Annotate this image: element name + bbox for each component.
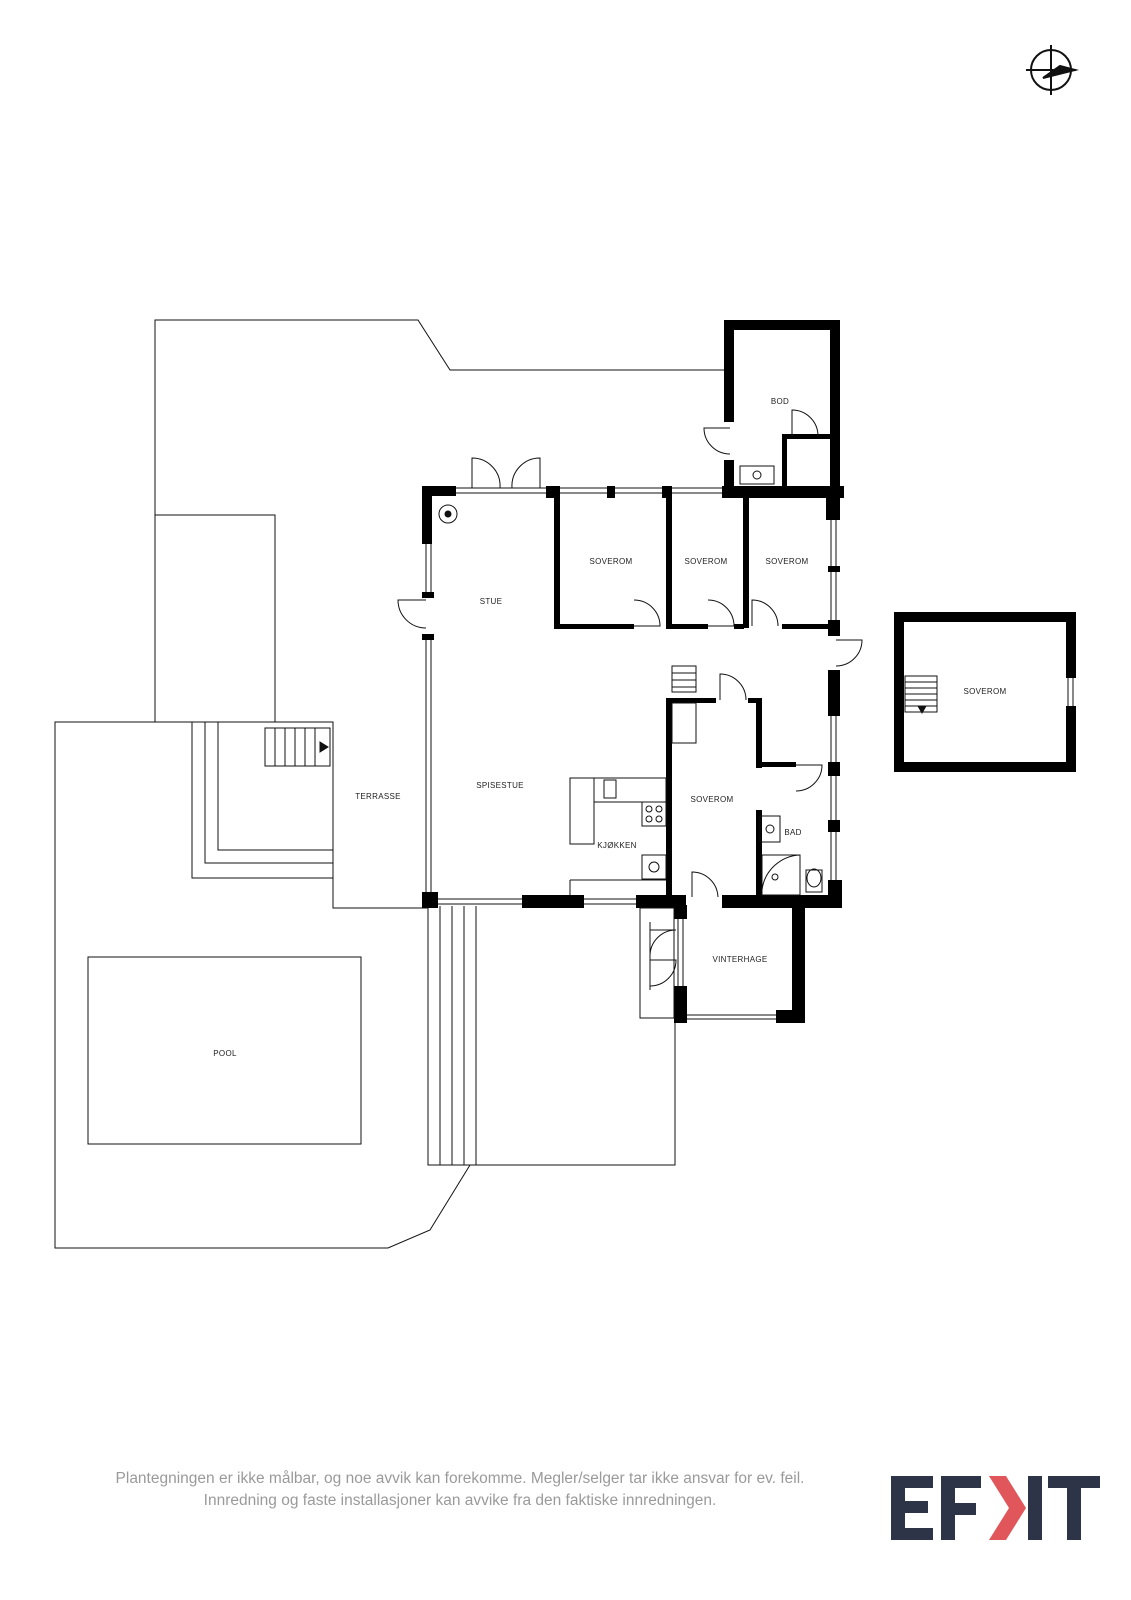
label-soverom-4: SOVEROM	[691, 795, 734, 804]
annex-details	[904, 675, 1074, 715]
disclaimer-line-1: Plantegningen er ikke målbar, og noe avv…	[115, 1470, 805, 1487]
label-pool: POOL	[213, 1049, 237, 1058]
label-soverom-2: SOVEROM	[685, 557, 728, 566]
effekt-logo	[891, 1476, 1100, 1540]
disclaimer-line-2: Innredning og faste installasjoner kan a…	[203, 1492, 717, 1509]
terrace-stairs	[264, 727, 331, 767]
windows	[425, 487, 837, 1020]
label-vinterhage: VINTERHAGE	[712, 955, 767, 964]
label-soverom-1: SOVEROM	[590, 557, 633, 566]
label-soverom-annex: SOVEROM	[964, 687, 1007, 696]
label-terrasse: TERRASSE	[355, 792, 401, 801]
site-outline	[54, 319, 725, 1249]
doors	[397, 409, 863, 987]
label-kjokken: KJØKKEN	[597, 841, 636, 850]
annex-walls	[894, 612, 1076, 772]
main-walls	[422, 320, 844, 1023]
label-bad: BAD	[784, 828, 801, 837]
compass-icon	[1026, 45, 1079, 95]
label-bod: BOD	[771, 397, 789, 406]
fixtures	[438, 465, 823, 896]
label-soverom-3: SOVEROM	[766, 557, 809, 566]
label-stue: STUE	[480, 597, 503, 606]
label-spisestue: SPISESTUE	[476, 781, 524, 790]
